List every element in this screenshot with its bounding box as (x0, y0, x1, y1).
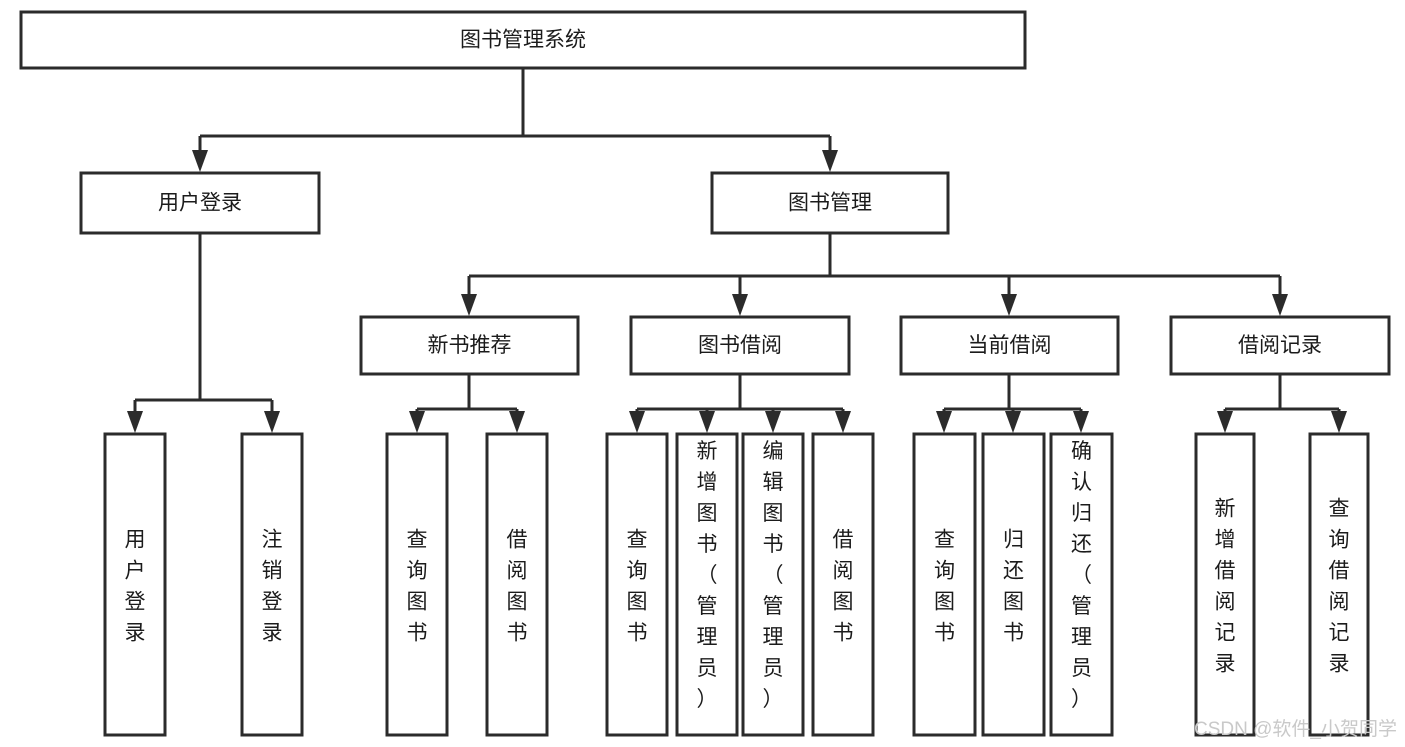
node-label-leaf-query-record: 查询借阅记录 (1329, 498, 1350, 676)
node-leaf-query-book-2[interactable]: 查询图书 (605, 432, 669, 737)
node-leaf-logout[interactable]: 注销登录 (240, 432, 304, 737)
node-box-current-borrow (899, 315, 1120, 376)
node-layer: 图书管理系统用户登录图书管理新书推荐图书借阅当前借阅借阅记录用户登录注销登录查询… (19, 10, 1391, 737)
node-box-new-book-recommend (359, 315, 580, 376)
node-label-new-book-recommend: 新书推荐 (428, 334, 512, 357)
conn-currentborrow-to-leaves (936, 374, 1089, 433)
node-box-leaf-query-record (1308, 432, 1370, 737)
node-leaf-edit-book[interactable]: 编辑图书（管理员） (741, 432, 805, 737)
csdn-watermark: CSDN @软件_小贺同学 (1194, 718, 1397, 740)
node-label-leaf-user-login: 用户登录 (125, 529, 146, 645)
node-label-leaf-borrow-book-1: 借阅图书 (507, 529, 528, 645)
node-box-leaf-add-book (675, 432, 739, 737)
node-label-current-borrow: 当前借阅 (968, 334, 1052, 357)
node-leaf-user-login[interactable]: 用户登录 (103, 432, 167, 737)
node-root[interactable]: 图书管理系统 (19, 10, 1027, 70)
node-label-book-borrow: 图书借阅 (698, 334, 782, 357)
node-box-user-login (79, 171, 321, 235)
node-leaf-confirm-return[interactable]: 确认归还（管理员） (1049, 432, 1114, 737)
node-leaf-borrow-book-2[interactable]: 借阅图书 (811, 432, 875, 737)
node-label-leaf-query-book-3: 查询图书 (934, 529, 955, 645)
node-box-book-borrow (629, 315, 851, 376)
node-box-leaf-edit-book (741, 432, 805, 737)
conn-userlogin-to-leaves (127, 233, 280, 433)
conn-borrowrecord-to-leaves (1217, 374, 1347, 433)
node-borrow-record[interactable]: 借阅记录 (1169, 315, 1391, 376)
node-box-leaf-add-record (1194, 432, 1256, 737)
node-box-book-manage (710, 171, 950, 235)
node-label-leaf-add-record: 新增借阅记录 (1215, 498, 1236, 676)
node-new-book-recommend[interactable]: 新书推荐 (359, 315, 580, 376)
node-box-leaf-borrow-book-1 (485, 432, 549, 737)
node-label-leaf-return-book: 归还图书 (1003, 529, 1024, 645)
node-leaf-query-book-1[interactable]: 查询图书 (385, 432, 449, 737)
node-box-leaf-return-book (981, 432, 1046, 737)
conn-bookborrow-to-leaves (629, 374, 851, 433)
node-label-leaf-logout: 注销登录 (262, 529, 283, 645)
node-box-leaf-query-book-3 (912, 432, 977, 737)
node-label-user-login: 用户登录 (158, 192, 242, 215)
node-leaf-add-book[interactable]: 新增图书（管理员） (675, 432, 739, 737)
node-label-leaf-borrow-book-2: 借阅图书 (833, 529, 854, 645)
node-user-login[interactable]: 用户登录 (79, 171, 321, 235)
node-label-borrow-record: 借阅记录 (1238, 334, 1322, 357)
node-box-leaf-logout (240, 432, 304, 737)
node-label-book-manage: 图书管理 (788, 192, 872, 215)
node-label-leaf-confirm-return: 确认归还（管理员） (1071, 440, 1092, 711)
node-label-leaf-query-book-1: 查询图书 (407, 529, 428, 645)
node-book-manage[interactable]: 图书管理 (710, 171, 950, 235)
conn-root-to-level2 (192, 68, 838, 172)
conn-newbook-to-leaves (409, 374, 525, 433)
node-leaf-query-record[interactable]: 查询借阅记录 (1308, 432, 1370, 737)
node-label-leaf-edit-book: 编辑图书（管理员） (763, 440, 784, 711)
node-box-root (19, 10, 1027, 70)
node-box-leaf-query-book-2 (605, 432, 669, 737)
conn-bookmanage-to-level3 (461, 233, 1288, 316)
node-box-leaf-user-login (103, 432, 167, 737)
node-box-leaf-query-book-1 (385, 432, 449, 737)
node-leaf-add-record[interactable]: 新增借阅记录 (1194, 432, 1256, 737)
node-label-leaf-query-book-2: 查询图书 (627, 529, 648, 645)
node-leaf-borrow-book-1[interactable]: 借阅图书 (485, 432, 549, 737)
node-label-root: 图书管理系统 (460, 29, 586, 52)
node-box-leaf-confirm-return (1049, 432, 1114, 737)
node-current-borrow[interactable]: 当前借阅 (899, 315, 1120, 376)
node-box-borrow-record (1169, 315, 1391, 376)
node-leaf-return-book[interactable]: 归还图书 (981, 432, 1046, 737)
node-book-borrow[interactable]: 图书借阅 (629, 315, 851, 376)
node-box-leaf-borrow-book-2 (811, 432, 875, 737)
node-leaf-query-book-3[interactable]: 查询图书 (912, 432, 977, 737)
connector-layer (127, 68, 1347, 433)
node-label-leaf-add-book: 新增图书（管理员） (697, 440, 718, 711)
